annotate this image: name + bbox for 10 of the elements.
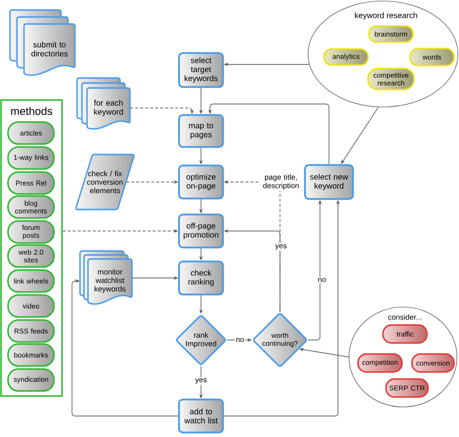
process-box: select target keywords <box>178 52 224 88</box>
process-box: check ranking <box>178 260 224 296</box>
arrow <box>72 279 178 416</box>
process-box: select new keyword <box>304 164 354 200</box>
process-box: add to watch list <box>178 398 224 434</box>
process-box: off-page promotion <box>178 214 224 248</box>
document-stack: for each keyword <box>76 77 131 130</box>
process-box: map to pages <box>178 114 224 148</box>
process-box: optimize on-page <box>178 164 224 200</box>
document-stack: submit to directories <box>9 9 76 76</box>
